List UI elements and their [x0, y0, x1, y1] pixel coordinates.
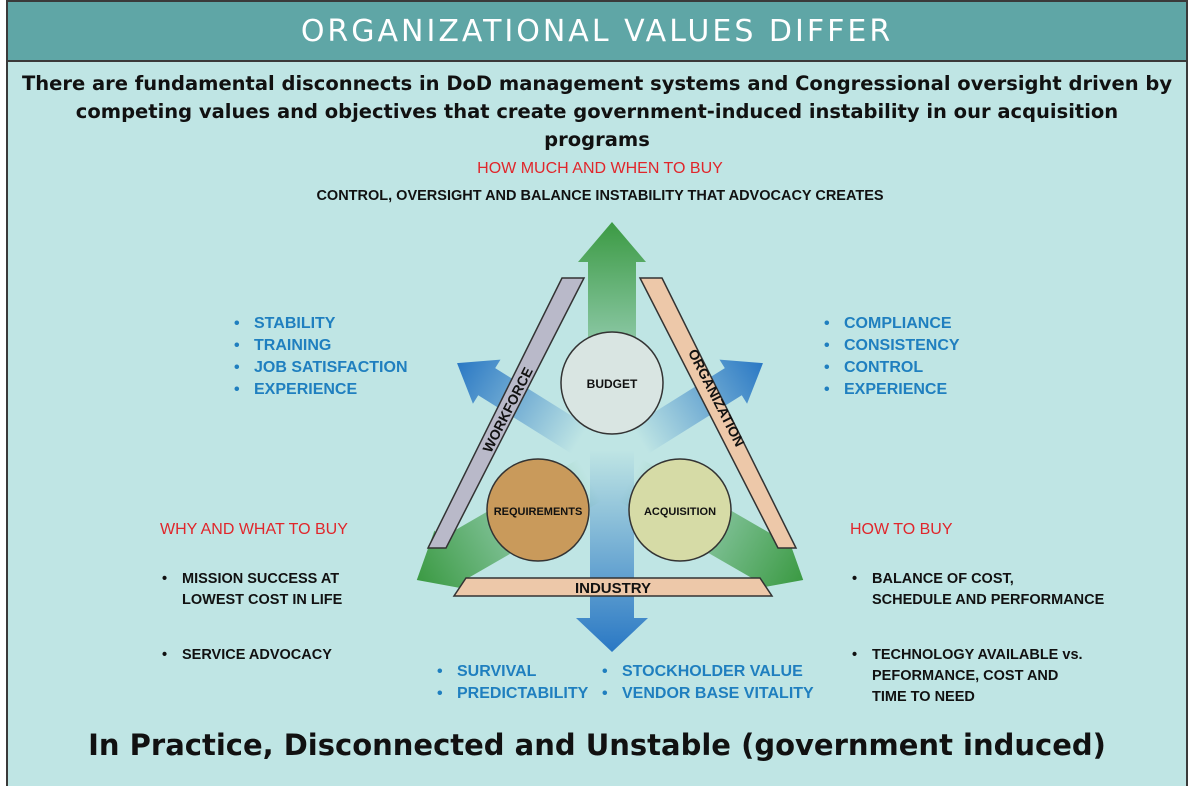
acquisition-circle — [628, 458, 732, 562]
acquisition-label: ACQUISITION — [644, 506, 716, 518]
list-item: SURVIVAL — [435, 661, 588, 683]
budget-label: BUDGET — [587, 377, 638, 391]
footer-conclusion: In Practice, Disconnected and Unstable (… — [88, 728, 1106, 762]
industry-values-col1: SURVIVAL PREDICTABILITY — [435, 661, 588, 705]
list-item: STABILITY — [232, 313, 408, 335]
subtitle: There are fundamental disconnects in DoD… — [20, 70, 1174, 154]
blue-arrow-right — [631, 359, 763, 454]
list-item: CONSISTENCY — [822, 335, 960, 357]
list-item: JOB SATISFACTION — [232, 357, 408, 379]
budget-circle — [560, 331, 664, 435]
workforce-values-list: STABILITY TRAINING JOB SATISFACTION EXPE… — [232, 313, 408, 401]
list-item: STOCKHOLDER VALUE — [600, 661, 814, 683]
list-item: COMPLIANCE — [822, 313, 960, 335]
industry-label: INDUSTRY — [575, 580, 651, 597]
left-heading: WHY AND WHAT TO BUY — [160, 521, 348, 538]
list-item: MISSION SUCCESS AT LOWEST COST IN LIFE — [160, 569, 342, 611]
list-item: VENDOR BASE VITALITY — [600, 683, 814, 705]
subtitle-line-1: There are fundamental disconnects in DoD… — [21, 72, 1173, 95]
list-item: SERVICE ADVOCACY — [160, 645, 342, 666]
list-item: PREDICTABILITY — [435, 683, 588, 705]
slide-title: ORGANIZATIONAL VALUES DIFFER — [300, 13, 894, 49]
list-item: BALANCE OF COST, SCHEDULE AND PERFORMANC… — [850, 569, 1104, 611]
top-description: CONTROL, OVERSIGHT AND BALANCE INSTABILI… — [316, 188, 884, 204]
right-items-list: BALANCE OF COST, SCHEDULE AND PERFORMANC… — [850, 551, 1104, 742]
requirements-label: REQUIREMENTS — [494, 506, 583, 518]
requirements-circle — [486, 458, 590, 562]
list-item: EXPERIENCE — [232, 379, 408, 401]
list-item: TECHNOLOGY AVAILABLE vs. PEFORMANCE, COS… — [850, 645, 1104, 708]
subtitle-line-2: competing values and objectives that cre… — [75, 100, 1119, 151]
blue-arrow-left — [457, 359, 589, 454]
top-heading: HOW MUCH AND WHEN TO BUY — [477, 160, 723, 177]
left-items-list: MISSION SUCCESS AT LOWEST COST IN LIFE S… — [160, 551, 342, 700]
organization-bar — [638, 277, 798, 549]
list-item: TRAINING — [232, 335, 408, 357]
list-item: EXPERIENCE — [822, 379, 960, 401]
organization-values-list: COMPLIANCE CONSISTENCY CONTROL EXPERIENC… — [822, 313, 960, 401]
industry-bar — [452, 577, 774, 597]
title-banner: ORGANIZATIONAL VALUES DIFFER — [6, 0, 1188, 62]
workforce-bar — [426, 277, 586, 549]
list-item: CONTROL — [822, 357, 960, 379]
industry-values-col2: STOCKHOLDER VALUE VENDOR BASE VITALITY — [600, 661, 814, 705]
right-heading: HOW TO BUY — [850, 521, 953, 538]
